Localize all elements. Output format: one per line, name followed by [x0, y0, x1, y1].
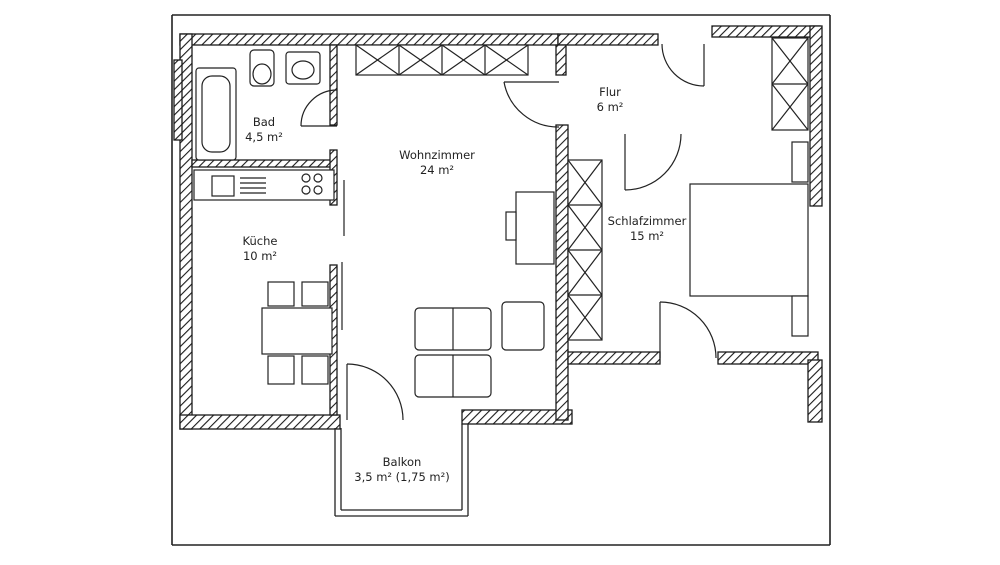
- room-name: Balkon: [382, 455, 422, 469]
- doors: [300, 43, 717, 421]
- room-name: Flur: [599, 85, 621, 99]
- bed: [689, 141, 809, 337]
- bathroom-fixtures: [195, 49, 321, 161]
- room-label-bad: Bad 4,5 m²: [234, 115, 294, 145]
- balcony: [334, 424, 469, 517]
- room-name: Schlafzimmer: [607, 214, 687, 228]
- dining-set: [261, 281, 333, 385]
- room-area: 6 m²: [596, 100, 624, 114]
- outer-frame: [171, 14, 831, 546]
- kitchen-counter: [193, 169, 335, 201]
- room-label-flur: Flur 6 m²: [580, 85, 640, 115]
- room-name: Bad: [252, 115, 276, 129]
- room-label-wohnzimmer: Wohnzimmer 24 m²: [377, 148, 497, 178]
- living-furniture: [414, 191, 555, 398]
- room-area: 3,5 m² (1,75 m²): [354, 470, 450, 484]
- walls: [173, 25, 823, 430]
- room-label-balkon: Balkon 3,5 m² (1,75 m²): [352, 455, 452, 485]
- room-label-schlafzimmer: Schlafzimmer 15 m²: [602, 214, 692, 244]
- room-area: 10 m²: [242, 249, 278, 263]
- room-area: 4,5 m²: [245, 130, 283, 144]
- room-area: 24 m²: [419, 163, 455, 177]
- room-name: Wohnzimmer: [399, 148, 475, 162]
- room-label-kueche: Küche 10 m²: [230, 234, 290, 264]
- wardrobes: [355, 37, 809, 341]
- room-area: 15 m²: [629, 229, 665, 243]
- room-name: Küche: [242, 234, 278, 248]
